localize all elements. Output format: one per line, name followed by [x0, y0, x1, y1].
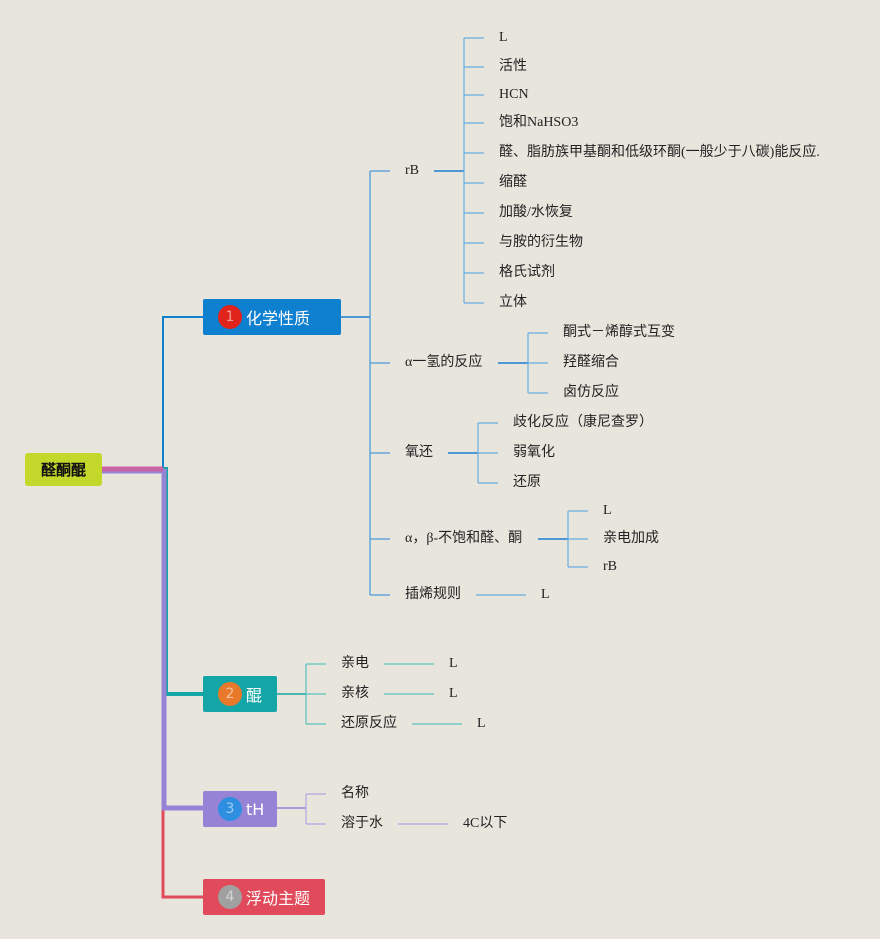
- leaf-node[interactable]: L: [449, 656, 458, 671]
- topic-number-badge: 4: [218, 885, 242, 909]
- subtopic-reduction[interactable]: 还原反应: [341, 716, 397, 731]
- leaf-node[interactable]: 饱和NaHSO3: [499, 115, 579, 130]
- subtopic-unsaturated[interactable]: α，β-不饱和醛、酮: [405, 531, 523, 546]
- leaf-node[interactable]: 亲电加成: [603, 531, 659, 546]
- leaf-node[interactable]: 还原: [513, 475, 541, 490]
- leaf-node[interactable]: rB: [603, 559, 617, 574]
- topic-number-badge: 2: [218, 682, 242, 706]
- leaf-node[interactable]: L: [603, 503, 612, 518]
- topic-number-badge: 1: [218, 305, 242, 329]
- leaf-node[interactable]: 立体: [499, 295, 527, 310]
- subtopic-alpha-h[interactable]: α一氢的反应: [405, 355, 483, 370]
- leaf-node[interactable]: L: [499, 30, 508, 45]
- topic-label: 浮动主题: [246, 889, 311, 908]
- leaf-node[interactable]: L: [541, 587, 550, 602]
- leaf-node[interactable]: 羟醛缩合: [563, 355, 619, 370]
- subtopic-nucleophilic[interactable]: 亲核: [341, 686, 369, 701]
- leaf-node[interactable]: 弱氧化: [513, 445, 555, 460]
- leaf-node[interactable]: 与胺的衍生物: [499, 235, 583, 250]
- topic-label: 醌: [246, 686, 263, 705]
- leaf-node[interactable]: 加酸/水恢复: [499, 205, 573, 220]
- leaf-node[interactable]: 4C以下: [463, 816, 508, 831]
- leaf-node[interactable]: L: [449, 686, 458, 701]
- subtopic-rb[interactable]: rB: [405, 163, 419, 178]
- leaf-node[interactable]: L: [477, 716, 486, 731]
- root-node[interactable]: 醛酮醌: [25, 453, 102, 486]
- topic-chemical-properties[interactable]: 1 化学性质: [203, 299, 341, 335]
- topic-floating[interactable]: 4 浮动主题: [203, 879, 325, 915]
- subtopic-electrophilic[interactable]: 亲电: [341, 656, 369, 671]
- leaf-node[interactable]: 卤仿反应: [563, 385, 619, 400]
- leaf-node[interactable]: 缩醛: [499, 175, 527, 190]
- topic-quinone[interactable]: 2 醌: [203, 676, 277, 712]
- leaf-node[interactable]: 酮式－烯醇式互变: [563, 325, 675, 340]
- subtopic-water-soluble[interactable]: 溶于水: [341, 816, 383, 831]
- leaf-node[interactable]: 醛、脂肪族甲基酮和低级环酮(一般少于八碳)能反应.: [499, 145, 820, 160]
- topic-th[interactable]: 3 tH: [203, 791, 277, 827]
- topic-label: tH: [246, 799, 265, 819]
- leaf-node[interactable]: HCN: [499, 87, 529, 102]
- subtopic-redox[interactable]: 氧还: [405, 445, 433, 460]
- subtopic-name[interactable]: 名称: [341, 786, 369, 801]
- topic-number-badge: 3: [218, 797, 242, 821]
- leaf-node[interactable]: 格氏试剂: [499, 265, 555, 280]
- leaf-node[interactable]: 活性: [499, 59, 527, 74]
- topic-label: 化学性质: [246, 309, 316, 328]
- subtopic-insert-rule[interactable]: 插烯规则: [405, 587, 461, 602]
- leaf-node[interactable]: 歧化反应（康尼查罗）: [513, 415, 653, 430]
